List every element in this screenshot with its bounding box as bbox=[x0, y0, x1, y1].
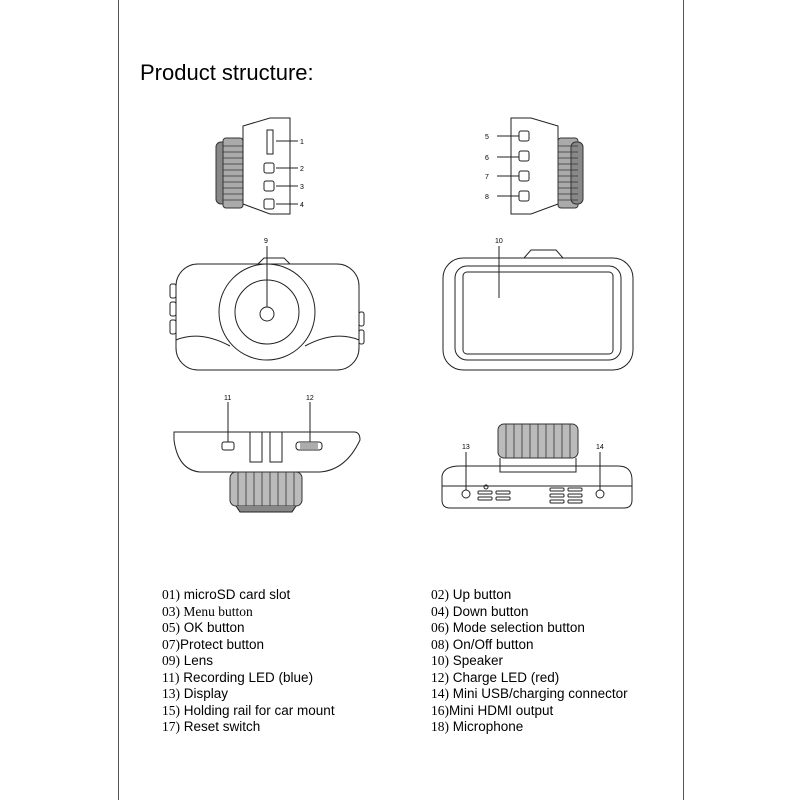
part-number: 01) bbox=[162, 587, 180, 602]
top-view bbox=[441, 423, 633, 509]
part-number: 10) bbox=[431, 653, 449, 668]
part-number: 09) bbox=[162, 653, 180, 668]
part-label: Microphone bbox=[449, 719, 524, 734]
callout-9: 9 bbox=[264, 238, 268, 245]
callout-4: 4 bbox=[300, 202, 304, 209]
side-view-right bbox=[497, 117, 584, 215]
part-item: 07)Protect button bbox=[162, 637, 335, 654]
callout-1: 1 bbox=[300, 139, 304, 146]
page-title: Product structure: bbox=[140, 60, 314, 85]
callout-14: 14 bbox=[596, 444, 604, 451]
part-number: 03) bbox=[162, 603, 180, 619]
part-label: Up button bbox=[449, 587, 512, 602]
part-number: 18) bbox=[431, 719, 449, 734]
back-view bbox=[442, 246, 634, 371]
part-label: Menu button bbox=[180, 603, 253, 619]
callout-3: 3 bbox=[300, 184, 304, 191]
part-label: Mode selection button bbox=[449, 620, 585, 635]
part-item: 01) microSD card slot bbox=[162, 587, 335, 604]
part-number: 11) bbox=[162, 669, 180, 685]
part-item: 08) On/Off button bbox=[431, 637, 628, 654]
callout-10: 10 bbox=[495, 238, 503, 245]
part-label: Mini USB/charging connector bbox=[449, 686, 628, 701]
callout-8: 8 bbox=[485, 194, 489, 201]
part-label: Down button bbox=[449, 603, 529, 619]
part-item: 09) Lens bbox=[162, 653, 335, 670]
part-number: 02) bbox=[431, 587, 449, 602]
part-number: 17) bbox=[162, 719, 180, 734]
part-item: 11) Recording LED (blue) bbox=[162, 670, 335, 687]
part-item: 16)Mini HDMI output bbox=[431, 703, 628, 720]
callout-5: 5 bbox=[485, 134, 489, 141]
part-item: 10) Speaker bbox=[431, 653, 628, 670]
part-item: 12) Charge LED (red) bbox=[431, 670, 628, 687]
side-view-left bbox=[215, 117, 298, 215]
part-item: 15) Holding rail for car mount bbox=[162, 703, 335, 720]
part-number: 08) bbox=[431, 636, 449, 652]
part-number: 06) bbox=[431, 620, 449, 635]
bottom-view bbox=[173, 402, 361, 513]
part-label: microSD card slot bbox=[180, 587, 291, 602]
part-label: Protect button bbox=[180, 636, 265, 652]
part-item: 14) Mini USB/charging connector bbox=[431, 686, 628, 703]
part-number: 12) bbox=[431, 669, 449, 685]
part-item: 04) Down button bbox=[431, 604, 628, 621]
callout-2: 2 bbox=[300, 166, 304, 173]
part-number: 14) bbox=[431, 686, 449, 701]
part-item: 17) Reset switch bbox=[162, 719, 335, 736]
part-number: 13) bbox=[162, 686, 180, 701]
part-item: 18) Microphone bbox=[431, 719, 628, 736]
part-item: 03) Menu button bbox=[162, 604, 335, 621]
callout-7: 7 bbox=[485, 174, 489, 181]
part-label: On/Off button bbox=[449, 636, 534, 652]
part-label: Charge LED (red) bbox=[449, 669, 560, 685]
part-number: 07) bbox=[162, 636, 180, 652]
part-label: Speaker bbox=[449, 653, 504, 668]
part-label: Holding rail for car mount bbox=[180, 702, 335, 718]
part-item: 02) Up button bbox=[431, 587, 628, 604]
part-label: Lens bbox=[180, 653, 214, 668]
part-number: 05) bbox=[162, 620, 180, 635]
part-item: 05) OK button bbox=[162, 620, 335, 637]
callout-6: 6 bbox=[485, 155, 489, 162]
part-item: 06) Mode selection button bbox=[431, 620, 628, 637]
part-item: 13) Display bbox=[162, 686, 335, 703]
part-number: 16) bbox=[431, 702, 449, 718]
callout-11: 11 bbox=[224, 395, 231, 402]
part-label: Mini HDMI output bbox=[449, 702, 554, 718]
part-label: Display bbox=[180, 686, 229, 701]
front-view bbox=[169, 246, 365, 371]
part-number: 15) bbox=[162, 702, 180, 718]
part-label: Recording LED (blue) bbox=[179, 669, 314, 685]
callout-13: 13 bbox=[462, 444, 470, 451]
part-label: OK button bbox=[180, 620, 245, 635]
callout-12: 12 bbox=[306, 395, 314, 402]
part-label: Reset switch bbox=[180, 719, 261, 734]
page-border bbox=[118, 0, 684, 800]
part-number: 04) bbox=[431, 603, 449, 619]
